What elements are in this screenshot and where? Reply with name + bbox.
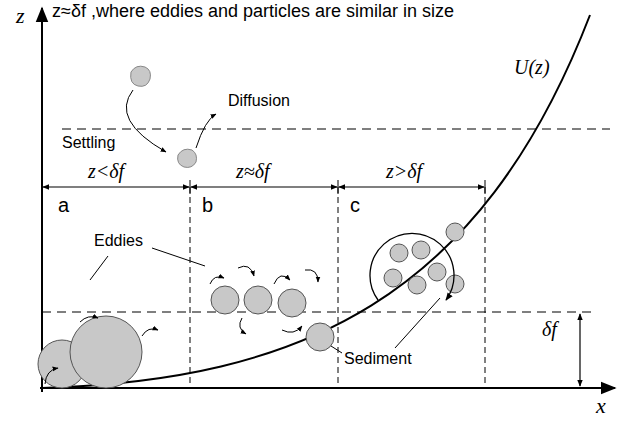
sediment-particle	[278, 289, 306, 317]
sediment-particle	[408, 276, 426, 294]
region-divider	[190, 187, 191, 388]
sediment-leader	[395, 298, 440, 348]
eddies-leader	[90, 256, 108, 280]
diffusion-arrow	[196, 114, 216, 148]
sediment-particle	[428, 263, 446, 281]
axis-label: z	[16, 4, 25, 28]
eddy-arrow	[210, 277, 224, 284]
sediment-particle	[384, 269, 402, 287]
sediment-particle	[446, 275, 464, 293]
region-condition: z>δf	[386, 160, 422, 182]
sediment-particle	[211, 286, 239, 314]
eddies-leader	[152, 248, 205, 266]
sediment-particle	[70, 316, 142, 388]
upper-dashed-line	[62, 128, 610, 129]
region-letter: a	[58, 194, 69, 216]
eddy-arrow	[282, 326, 302, 332]
span-arrow	[191, 186, 337, 187]
suspended-particle	[131, 66, 151, 86]
callout-label: Eddies	[94, 232, 143, 250]
sediment-particle	[446, 223, 464, 241]
axis-label: x	[596, 394, 606, 418]
eddy-arrow	[240, 318, 246, 334]
dimension-label: δf	[542, 318, 557, 340]
eddy-arrow	[80, 317, 98, 322]
region-divider	[338, 187, 339, 388]
sediment-particle	[244, 286, 272, 314]
delta-dashed-line	[42, 311, 595, 312]
heading-note: z≈δf ,where eddies and particles are sim…	[52, 2, 454, 22]
eddy-arrow	[45, 368, 58, 384]
z-axis	[41, 8, 43, 392]
process-label: Settling	[62, 134, 115, 152]
region-condition: z<δf	[88, 160, 124, 182]
eddy-arrow	[274, 276, 290, 284]
x-axis	[40, 387, 615, 389]
region-letter: b	[202, 194, 213, 216]
velocity-profile-curve	[42, 15, 590, 388]
eddy-arrow	[238, 266, 254, 276]
span-arrow	[339, 186, 484, 187]
sediment-particle	[412, 241, 430, 259]
large-eddy-arrow	[370, 233, 454, 300]
region-divider	[485, 187, 486, 388]
span-tick	[190, 180, 191, 194]
eddy-arrow	[305, 270, 318, 282]
region-condition: z≈δf	[236, 160, 270, 182]
suspended-particle	[178, 149, 197, 167]
sediment-particle	[390, 244, 408, 262]
span-tick	[338, 180, 339, 194]
sediment-particle	[306, 323, 334, 351]
delta-dimension-arrow	[579, 314, 580, 386]
span-tick	[485, 180, 486, 194]
callout-label: Sediment	[344, 350, 412, 368]
settling-arrow	[126, 90, 166, 152]
curve-label: U(z)	[514, 56, 550, 78]
sediment-leader	[331, 346, 342, 353]
process-label: Diffusion	[228, 92, 290, 110]
span-arrow	[43, 186, 189, 187]
region-letter: c	[350, 194, 360, 216]
eddy-arrow	[142, 329, 158, 336]
